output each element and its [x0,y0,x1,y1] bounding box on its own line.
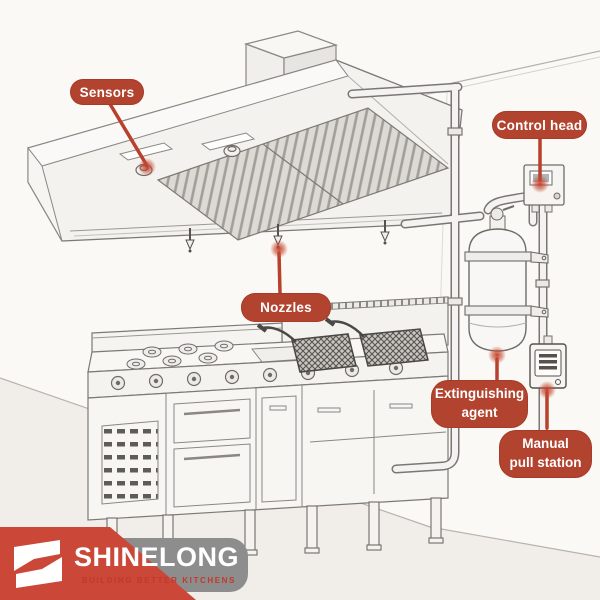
hood-lights [118,132,256,161]
label-manual-pull-station-line2: pull station [509,455,582,470]
control-head-glow [531,175,549,193]
fryer-baskets [256,317,429,373]
label-sensors-text: Sensors [79,84,135,100]
burners [126,340,234,370]
nozzles-glow [270,240,288,258]
label-manual-pull-station: Manual pull station [499,430,592,478]
agent-tank [464,205,549,352]
nozzle-heads [185,220,390,253]
vent-grille [101,420,159,505]
logo-brand-text: SHINELONG [74,542,240,572]
manual-pull-station-device [529,335,567,389]
exhaust-hood [27,59,463,242]
label-extinguishing-agent-line2: agent [461,405,498,420]
label-manual-pull-station-line1: Manual [522,436,569,452]
label-sensors: Sensors [70,79,144,105]
nozzles-arrow [277,251,282,295]
manual-pull-station-glow [538,381,556,399]
label-control-head: Control head [492,111,587,139]
brand-logo: SHINELONG BUILDING BETTER KITCHENS [0,527,260,600]
drawers [173,390,447,508]
logo-tagline-text: BUILDING BETTER KITCHENS [81,576,236,585]
sensors-arrow [108,102,148,166]
label-nozzles: Nozzles [241,293,331,322]
sensors-glow [138,158,156,176]
label-control-head-text: Control head [496,117,583,133]
label-extinguishing-agent: Extinguishing agent [431,380,528,428]
shinelong-s-icon [14,540,62,588]
annotation-arrows [108,102,556,430]
label-extinguishing-agent-line1: Extinguishing [434,386,525,402]
label-nozzles-text: Nozzles [260,300,312,315]
extinguishing-agent-glow [488,346,506,364]
